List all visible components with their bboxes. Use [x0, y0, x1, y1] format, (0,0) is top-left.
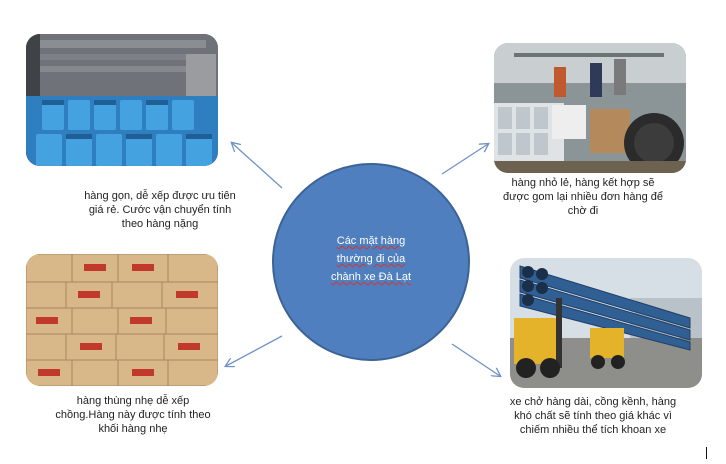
caption-line: hàng thùng nhẹ dễ xếp [76, 395, 190, 407]
center-title-line: thường đi của [336, 253, 406, 265]
mixed-cargo-loading-photo [494, 43, 686, 173]
center-title: Các mặt hàng thường đi của chành xe Đà L… [296, 232, 446, 286]
arrow-bottom-left [226, 335, 283, 366]
center-circle [272, 163, 470, 361]
arrow-top-right [441, 144, 488, 175]
caption-line: chờ đi [567, 205, 599, 217]
caption-line: hàng gọn, dễ xếp được ưu tiên [84, 190, 236, 202]
caption-line: khó chất sẽ tính theo giá khác vì [514, 410, 672, 422]
text-cursor [706, 447, 707, 459]
center-title-line: chành xe Đà Lạt [330, 271, 412, 283]
caption-line: chồng.Hàng này được tính theo [55, 409, 211, 421]
caption-line: xe chở hàng dài, cồng kềnh, hàng [509, 396, 677, 408]
arrow-top-left [232, 143, 283, 189]
caption-line: giá rẻ. Cước vận chuyển tính [88, 204, 232, 216]
center-title-line: Các mặt hàng [336, 235, 406, 247]
caption-line: hàng nhỏ lẻ, hàng kết hợp sẽ [511, 177, 655, 189]
caption-line: khối hàng nhẹ [98, 423, 168, 435]
caption-line: chiếm nhiều thể tích khoan xe [519, 424, 667, 436]
stacked-cartons-photo [26, 254, 218, 386]
long-pipes-forklift-photo [510, 258, 702, 388]
caption-line: được gom lại nhiều đơn hàng để [502, 191, 663, 203]
arrow-bottom-right [451, 343, 500, 376]
blue-barrels-truck-photo [26, 34, 218, 166]
caption-line: theo hàng nặng [121, 218, 199, 230]
